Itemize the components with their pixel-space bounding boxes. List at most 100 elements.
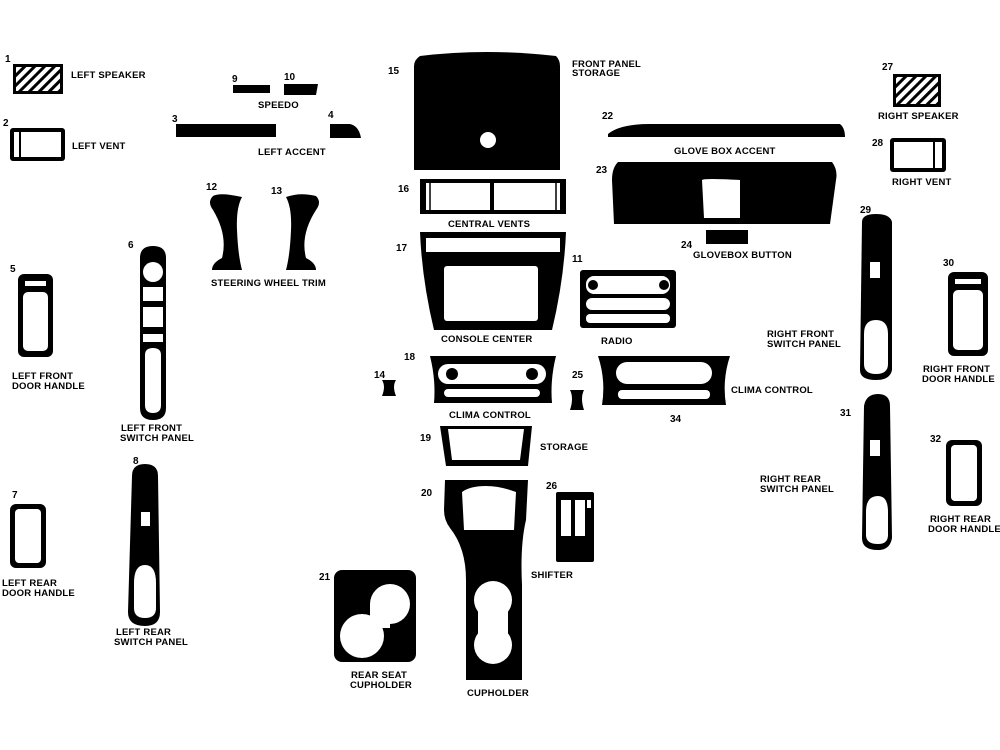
part-label: CLIMA CONTROL xyxy=(449,410,531,421)
part-label: RADIO xyxy=(601,336,633,347)
part-label: RIGHT VENT xyxy=(892,177,952,188)
part-31-right-rear-switch-panel[interactable] xyxy=(862,394,892,550)
part-label: LEFT REAR xyxy=(116,627,171,638)
part-label: CONSOLE CENTER xyxy=(441,334,532,345)
part-29-right-front-switch-panel[interactable] xyxy=(860,214,892,380)
part-label: LEFT VENT xyxy=(72,141,126,152)
part-number: 20 xyxy=(421,488,433,499)
part-12-steering-trim-left[interactable] xyxy=(210,194,242,270)
part-label: FRONT PANEL xyxy=(572,59,641,70)
part-16-central-vents[interactable] xyxy=(420,179,566,214)
part-19-storage[interactable] xyxy=(440,426,532,466)
part-30-right-front-door-handle[interactable] xyxy=(948,272,988,356)
part-34-clima-control[interactable] xyxy=(598,356,730,405)
part-number: 30 xyxy=(943,258,955,269)
part-20-cupholder[interactable] xyxy=(444,480,528,680)
part-1-left-speaker[interactable] xyxy=(13,64,63,94)
part-number: 25 xyxy=(572,370,584,381)
part-number: 29 xyxy=(860,205,872,216)
part-number: 1 xyxy=(5,54,11,65)
part-number: 8 xyxy=(133,456,139,467)
part-number: 9 xyxy=(232,74,238,85)
part-21-rear-seat-cupholder[interactable] xyxy=(334,570,416,662)
part-2-left-vent[interactable] xyxy=(10,128,65,161)
part-number: 21 xyxy=(319,572,331,583)
part-number: 11 xyxy=(572,254,583,265)
part-label: STORAGE xyxy=(540,442,588,453)
part-number: 34 xyxy=(670,414,682,425)
part-number: 4 xyxy=(328,110,334,121)
part-label: RIGHT FRONT xyxy=(923,364,990,375)
part-label: SWITCH PANEL xyxy=(120,433,194,444)
part-label: DOOR HANDLE xyxy=(2,588,75,599)
part-number: 31 xyxy=(840,408,852,419)
part-number: 24 xyxy=(681,240,693,251)
part-label: CENTRAL VENTS xyxy=(448,219,530,230)
part-17-console-center[interactable] xyxy=(420,232,566,330)
part-26-shifter[interactable] xyxy=(556,492,594,562)
part-number: 6 xyxy=(128,240,134,251)
part-label: SHIFTER xyxy=(531,570,573,581)
part-9-speedo-left[interactable] xyxy=(233,85,270,93)
part-23-glove-box[interactable] xyxy=(612,162,837,224)
part-label: CLIMA CONTROL xyxy=(731,385,813,396)
part-8-left-rear-switch-panel[interactable] xyxy=(128,464,160,626)
part-32-right-rear-door-handle[interactable] xyxy=(946,440,982,506)
part-label: DOOR HANDLE xyxy=(12,381,85,392)
part-label: RIGHT REAR xyxy=(760,474,821,485)
part-6-left-front-switch-panel[interactable] xyxy=(140,246,166,420)
part-27-right-speaker[interactable] xyxy=(893,74,941,107)
part-number: 28 xyxy=(872,138,884,149)
part-24-glovebox-button[interactable] xyxy=(706,230,748,244)
part-label: SWITCH PANEL xyxy=(767,339,841,350)
part-label: STEERING WHEEL TRIM xyxy=(211,278,326,289)
part-number: 23 xyxy=(596,165,608,176)
part-label: LEFT FRONT xyxy=(121,423,182,434)
part-number: 15 xyxy=(388,66,400,77)
part-number: 26 xyxy=(546,481,558,492)
part-number: 5 xyxy=(10,264,16,275)
part-label: GLOVE BOX ACCENT xyxy=(674,146,776,157)
part-10-speedo-right[interactable] xyxy=(284,84,318,95)
part-label: RIGHT SPEAKER xyxy=(878,111,959,122)
part-label: GLOVEBOX BUTTON xyxy=(693,250,792,261)
part-14-small-trim[interactable] xyxy=(382,380,396,396)
part-label: SPEEDO xyxy=(258,100,299,111)
part-7-left-rear-door-handle[interactable] xyxy=(10,504,46,568)
part-label: RIGHT FRONT xyxy=(767,329,834,340)
part-number: 27 xyxy=(882,62,894,73)
part-label: SWITCH PANEL xyxy=(114,637,188,648)
part-label: REAR SEAT xyxy=(351,670,407,681)
part-28-right-vent[interactable] xyxy=(890,138,946,172)
part-15-front-panel-storage[interactable] xyxy=(414,52,560,170)
part-label: RIGHT REAR xyxy=(930,514,991,525)
part-22-glove-box-accent[interactable] xyxy=(608,124,845,137)
part-number: 17 xyxy=(396,243,408,254)
part-label: SWITCH PANEL xyxy=(760,484,834,495)
part-number: 10 xyxy=(284,72,296,83)
part-label: CUPHOLDER xyxy=(467,688,529,699)
part-label: LEFT FRONT xyxy=(12,371,73,382)
part-label: LEFT REAR xyxy=(2,578,57,589)
part-3-left-accent-strip[interactable] xyxy=(176,124,276,137)
part-number: 16 xyxy=(398,184,410,195)
part-label: STORAGE xyxy=(572,68,620,79)
part-number: 2 xyxy=(3,118,9,129)
part-number: 12 xyxy=(206,182,218,193)
part-25-small-trim[interactable] xyxy=(570,390,584,410)
part-label: LEFT ACCENT xyxy=(258,147,326,158)
part-18-clima-control[interactable] xyxy=(430,356,556,403)
part-number: 32 xyxy=(930,434,942,445)
part-number: 3 xyxy=(172,114,178,125)
part-11-radio[interactable] xyxy=(580,270,676,328)
part-5-left-front-door-handle[interactable] xyxy=(18,274,53,357)
part-label: DOOR HANDLE xyxy=(928,524,1000,535)
part-label: LEFT SPEAKER xyxy=(71,70,146,81)
part-label: DOOR HANDLE xyxy=(922,374,995,385)
part-number: 19 xyxy=(420,433,432,444)
part-label: CUPHOLDER xyxy=(350,680,412,691)
part-13-steering-trim-right[interactable] xyxy=(286,194,319,270)
part-4-left-accent-end[interactable] xyxy=(330,124,361,138)
part-number: 22 xyxy=(602,111,614,122)
